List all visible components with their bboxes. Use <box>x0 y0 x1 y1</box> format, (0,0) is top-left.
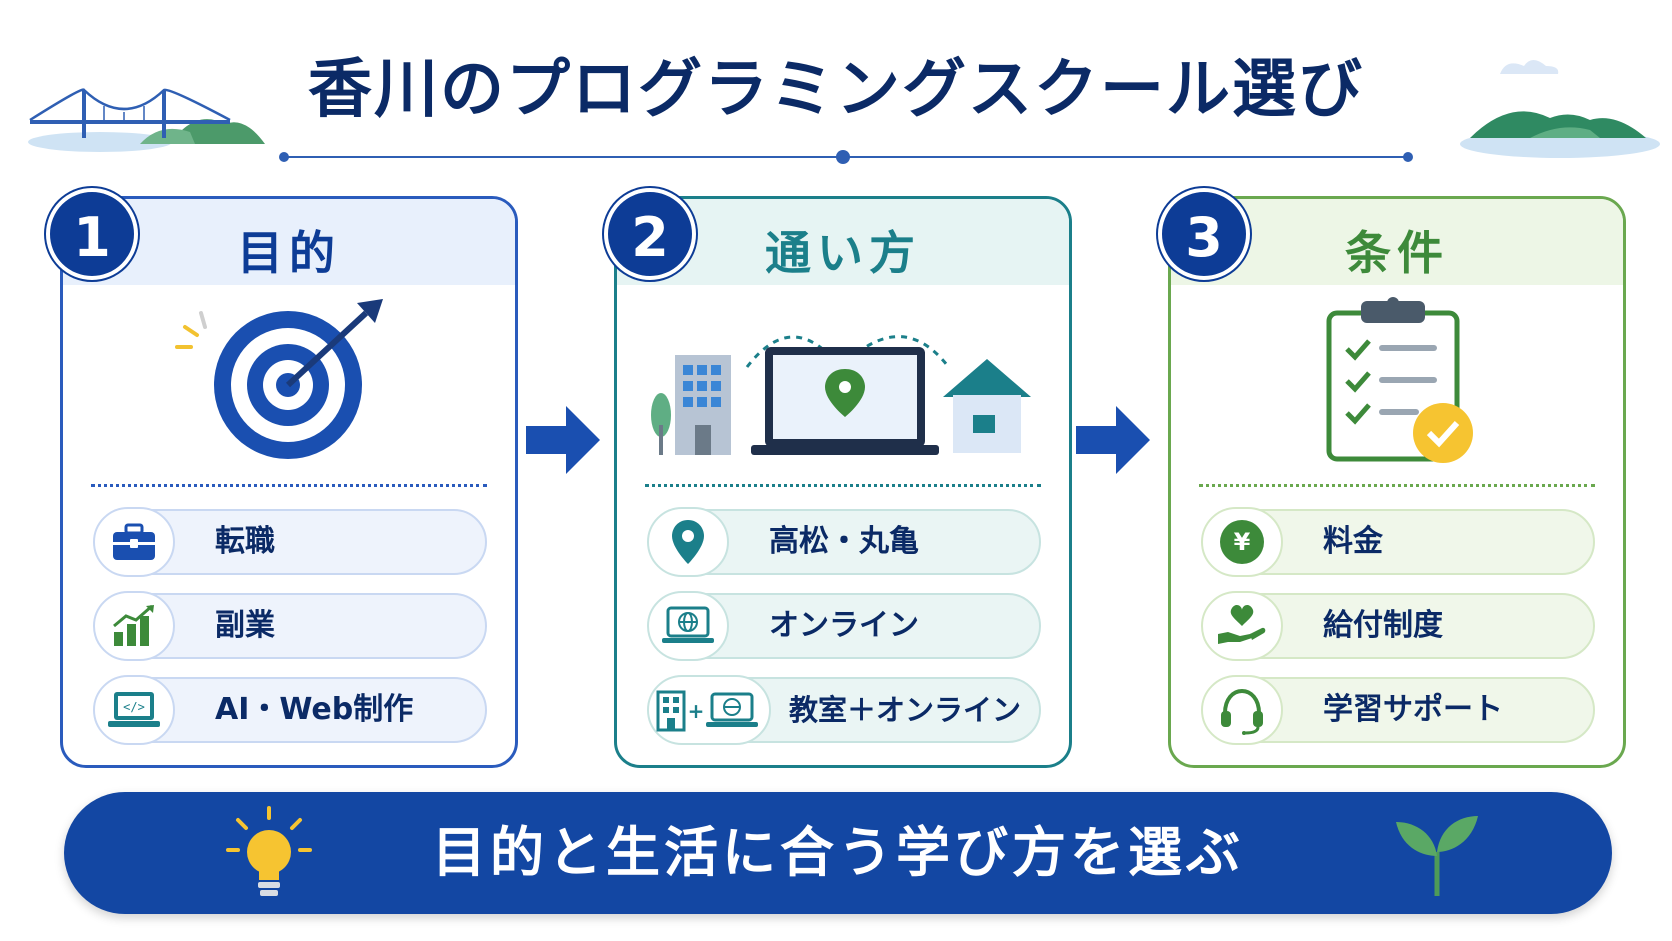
pill-icon-wrap: + <box>647 675 771 745</box>
title-divider-dot-center <box>836 150 850 164</box>
step-heading: 通い方 <box>765 226 921 280</box>
location-pin-icon <box>672 520 704 564</box>
step-card-conditions: 条件 ¥ 料金 給付制度 <box>1168 196 1626 768</box>
sprout-icon <box>1396 816 1478 896</box>
pill-icon-wrap: ¥ <box>1201 507 1283 577</box>
growth-chart-icon <box>113 604 154 646</box>
pill-icon-wrap <box>93 591 175 661</box>
pill-icon-wrap <box>1201 591 1283 661</box>
pill-icon-wrap <box>93 507 175 577</box>
card-divider <box>1199 484 1595 487</box>
step-heading: 目的 <box>237 226 341 280</box>
title-divider-dot-left <box>279 152 289 162</box>
list-item-label: 教室＋オンライン <box>789 693 1022 727</box>
list-item-learning-support: 学習サポート <box>1201 675 1595 745</box>
step-heading: 条件 <box>1345 226 1449 280</box>
summary-text: 目的と生活に合う学び方を選ぶ <box>432 821 1244 884</box>
lightbulb-icon <box>226 806 312 896</box>
target-icon <box>175 299 383 459</box>
svg-text:</>: </> <box>123 700 145 714</box>
title-divider-dot-right <box>1403 152 1413 162</box>
online-laptop-icon <box>662 606 714 643</box>
checklist-clipboard-icon <box>1326 297 1473 463</box>
commute-options-icon <box>651 335 1031 455</box>
list-item-side-job: 副業 <box>93 591 487 661</box>
list-item-label: AI・Web制作 <box>215 692 414 727</box>
card-divider <box>645 484 1041 487</box>
list-item-label: 副業 <box>215 608 275 643</box>
step-card-purpose: 目的 転職 <box>60 196 518 768</box>
island-landscape-icon <box>1460 60 1660 158</box>
list-item-label: オンライン <box>769 608 919 643</box>
list-item-online: オンライン <box>647 591 1041 661</box>
svg-text:+: + <box>688 699 705 723</box>
pill-icon-wrap <box>647 591 729 661</box>
step-card-header <box>63 199 515 285</box>
list-item-career-change: 転職 <box>93 507 487 577</box>
list-item-ai-web: </> AI・Web制作 <box>93 675 487 745</box>
list-item-fees: ¥ 料金 <box>1201 507 1595 577</box>
heart-hand-icon <box>1218 604 1266 644</box>
list-item-label: 給付制度 <box>1323 608 1443 643</box>
headset-icon <box>1221 688 1263 735</box>
step-number-badge: 2 <box>604 188 696 280</box>
pill-icon-wrap <box>1201 675 1283 745</box>
list-item-subsidy: 給付制度 <box>1201 591 1595 661</box>
code-laptop-icon: </> <box>108 692 160 727</box>
arrow-right-icon <box>526 406 600 474</box>
list-item-label: 学習サポート <box>1323 692 1503 727</box>
list-item-classroom-online: + 教室＋オンライン <box>647 675 1041 745</box>
briefcase-icon <box>113 523 155 560</box>
yen-coin-icon: ¥ <box>1220 520 1264 564</box>
step-number-badge: 1 <box>46 188 138 280</box>
list-item-label: 料金 <box>1323 524 1383 559</box>
building-plus-laptop-icon: + <box>656 690 758 732</box>
step-card-access: 通い方 高松・丸亀 <box>614 196 1072 768</box>
list-item-label: 高松・丸亀 <box>769 524 919 559</box>
bridge-landscape-icon <box>28 88 265 152</box>
list-item-label: 転職 <box>215 524 275 559</box>
summary-banner: 目的と生活に合う学び方を選ぶ <box>64 792 1612 914</box>
list-item-takamatsu-marugame: 高松・丸亀 <box>647 507 1041 577</box>
page-title: 香川のプログラミングスクール選び <box>308 53 1364 127</box>
arrow-right-icon <box>1076 406 1150 474</box>
pill-icon-wrap <box>647 507 729 577</box>
card-divider <box>91 484 487 487</box>
pill-icon-wrap: </> <box>93 675 175 745</box>
step-number-badge: 3 <box>1158 188 1250 280</box>
svg-text:¥: ¥ <box>1234 528 1251 556</box>
